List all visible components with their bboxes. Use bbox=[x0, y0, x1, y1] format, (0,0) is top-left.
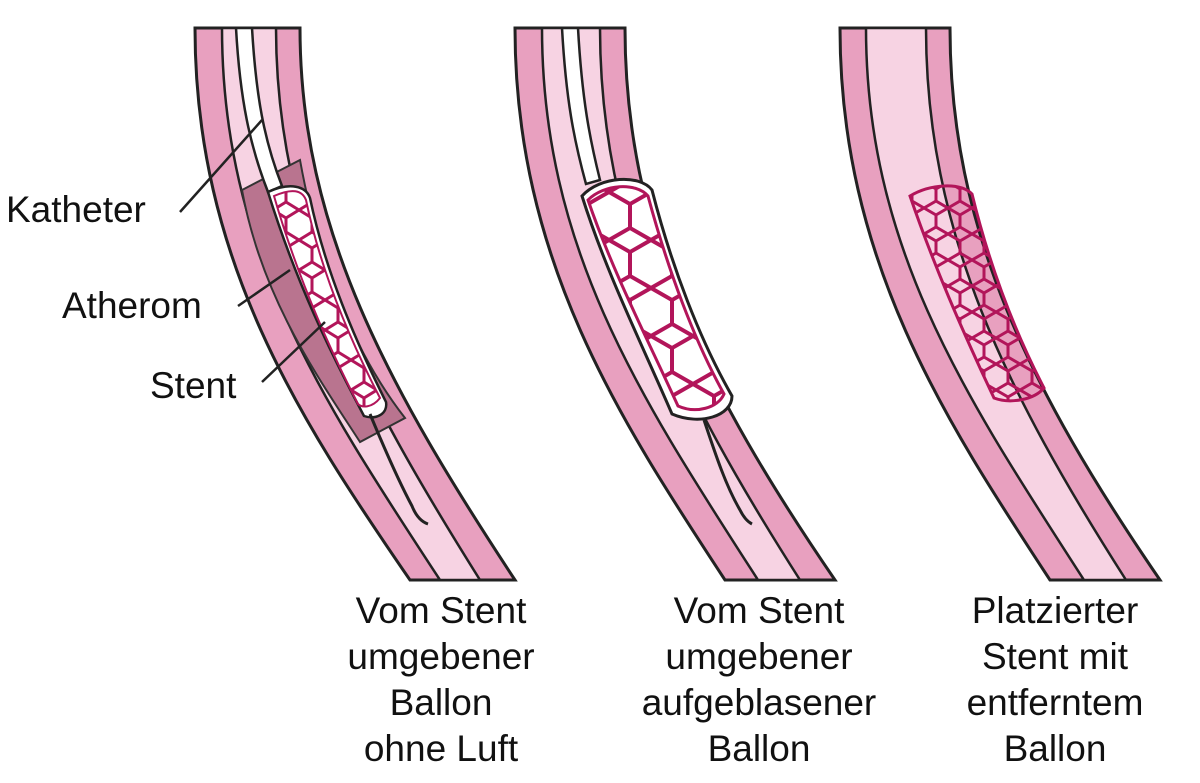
leader-line-atheroma bbox=[237, 268, 291, 308]
caption-1-line-1: Vom Stent bbox=[355, 590, 527, 631]
label-stent: Stent bbox=[150, 365, 237, 406]
caption-3-line-1: Platzierter bbox=[971, 590, 1139, 631]
catheter-shaft-2 bbox=[560, 26, 602, 186]
guidewire-1 bbox=[368, 413, 429, 526]
caption-2-line-4: Ballon bbox=[707, 728, 811, 769]
caption-2-line-3: aufgeblasener bbox=[641, 682, 877, 723]
caption-3: Platzierter Stent mit entferntem Ballon bbox=[910, 588, 1200, 772]
leader-line-catheter bbox=[179, 119, 263, 213]
vessel-1 bbox=[193, 26, 518, 582]
caption-1: Vom Stent umgebener Ballon ohne Luft bbox=[296, 588, 586, 772]
caption-1-line-2: umgebener bbox=[347, 636, 535, 677]
caption-1-line-4: ohne Luft bbox=[363, 728, 519, 769]
caption-2: Vom Stent umgebener aufgeblasener Ballon bbox=[614, 588, 904, 772]
label-atheroma: Atherom bbox=[62, 285, 202, 326]
vessel-3 bbox=[838, 26, 1163, 582]
caption-3-line-3: entferntem bbox=[966, 682, 1144, 723]
caption-2-line-1: Vom Stent bbox=[673, 590, 845, 631]
caption-3-line-2: Stent mit bbox=[982, 636, 1128, 677]
caption-3-line-4: Ballon bbox=[1003, 728, 1107, 769]
stent-crimped bbox=[272, 190, 382, 408]
label-catheter: Katheter bbox=[6, 189, 146, 230]
leader-line-stent bbox=[261, 321, 326, 383]
caption-1-line-3: Ballon bbox=[389, 682, 493, 723]
stent-deployed bbox=[908, 184, 1046, 403]
stent-expanded bbox=[586, 185, 726, 411]
vessel-2 bbox=[513, 26, 838, 582]
caption-2-line-2: umgebener bbox=[665, 636, 853, 677]
guidewire-2 bbox=[702, 419, 753, 526]
